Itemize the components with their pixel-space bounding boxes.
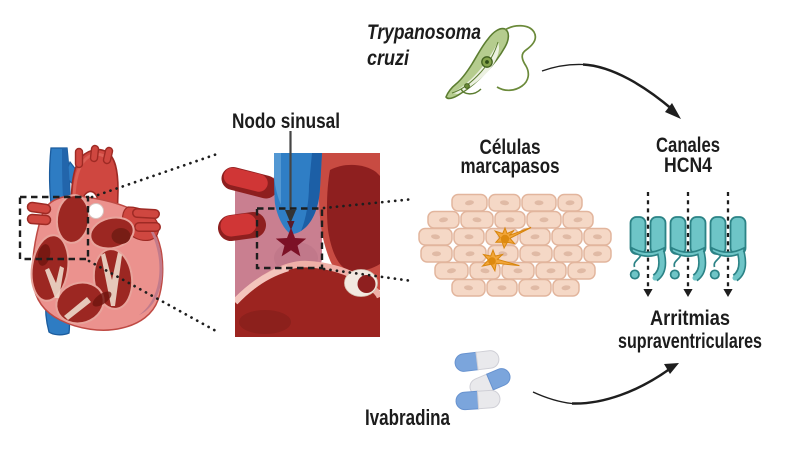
svg-text:Trypanosoma: Trypanosoma (367, 21, 481, 44)
svg-text:HCN4: HCN4 (664, 154, 712, 177)
svg-text:cruzi: cruzi (367, 47, 410, 70)
svg-text:supraventriculares: supraventriculares (618, 330, 762, 353)
svg-text:Células: Células (480, 136, 541, 159)
svg-text:Ivabradina: Ivabradina (365, 405, 450, 430)
svg-text:Arritmias: Arritmias (650, 307, 730, 330)
svg-text:Nodo sinusal: Nodo sinusal (232, 110, 340, 133)
svg-text:marcapasos: marcapasos (461, 155, 560, 178)
svg-text:Canales: Canales (656, 134, 720, 157)
